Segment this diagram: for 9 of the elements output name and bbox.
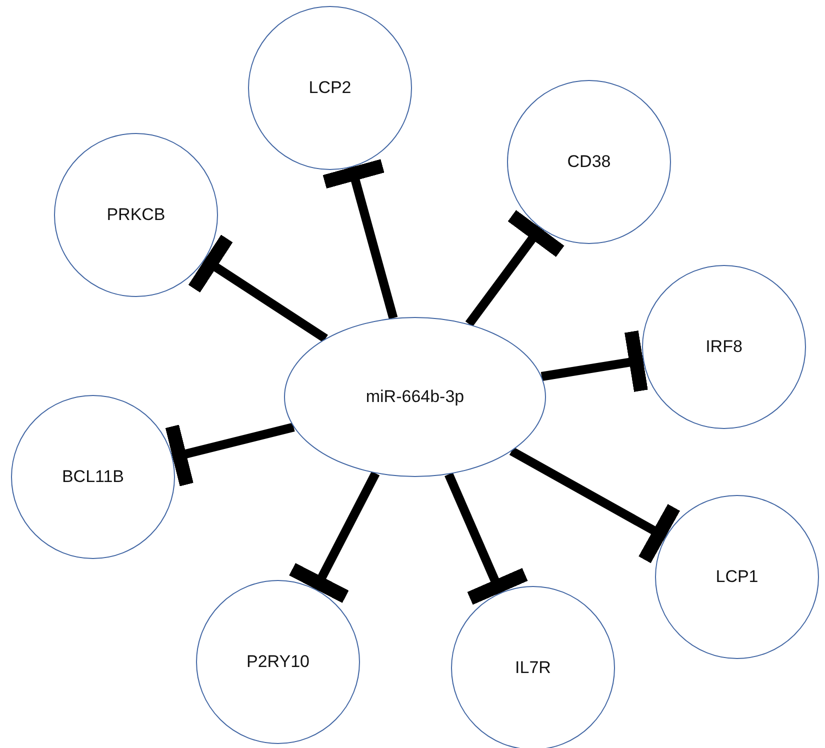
- node-label: LCP2: [308, 78, 352, 98]
- node-label: P2RY10: [246, 652, 310, 672]
- node-label: IRF8: [706, 337, 742, 357]
- node-label: BCL11B: [62, 467, 124, 487]
- node-label: PRKCB: [106, 205, 166, 225]
- node-label: IL7R: [515, 658, 551, 678]
- node-label: LCP1: [716, 567, 758, 587]
- node-label: CD38: [567, 152, 611, 172]
- node-label: miR-664b-3p: [366, 387, 464, 407]
